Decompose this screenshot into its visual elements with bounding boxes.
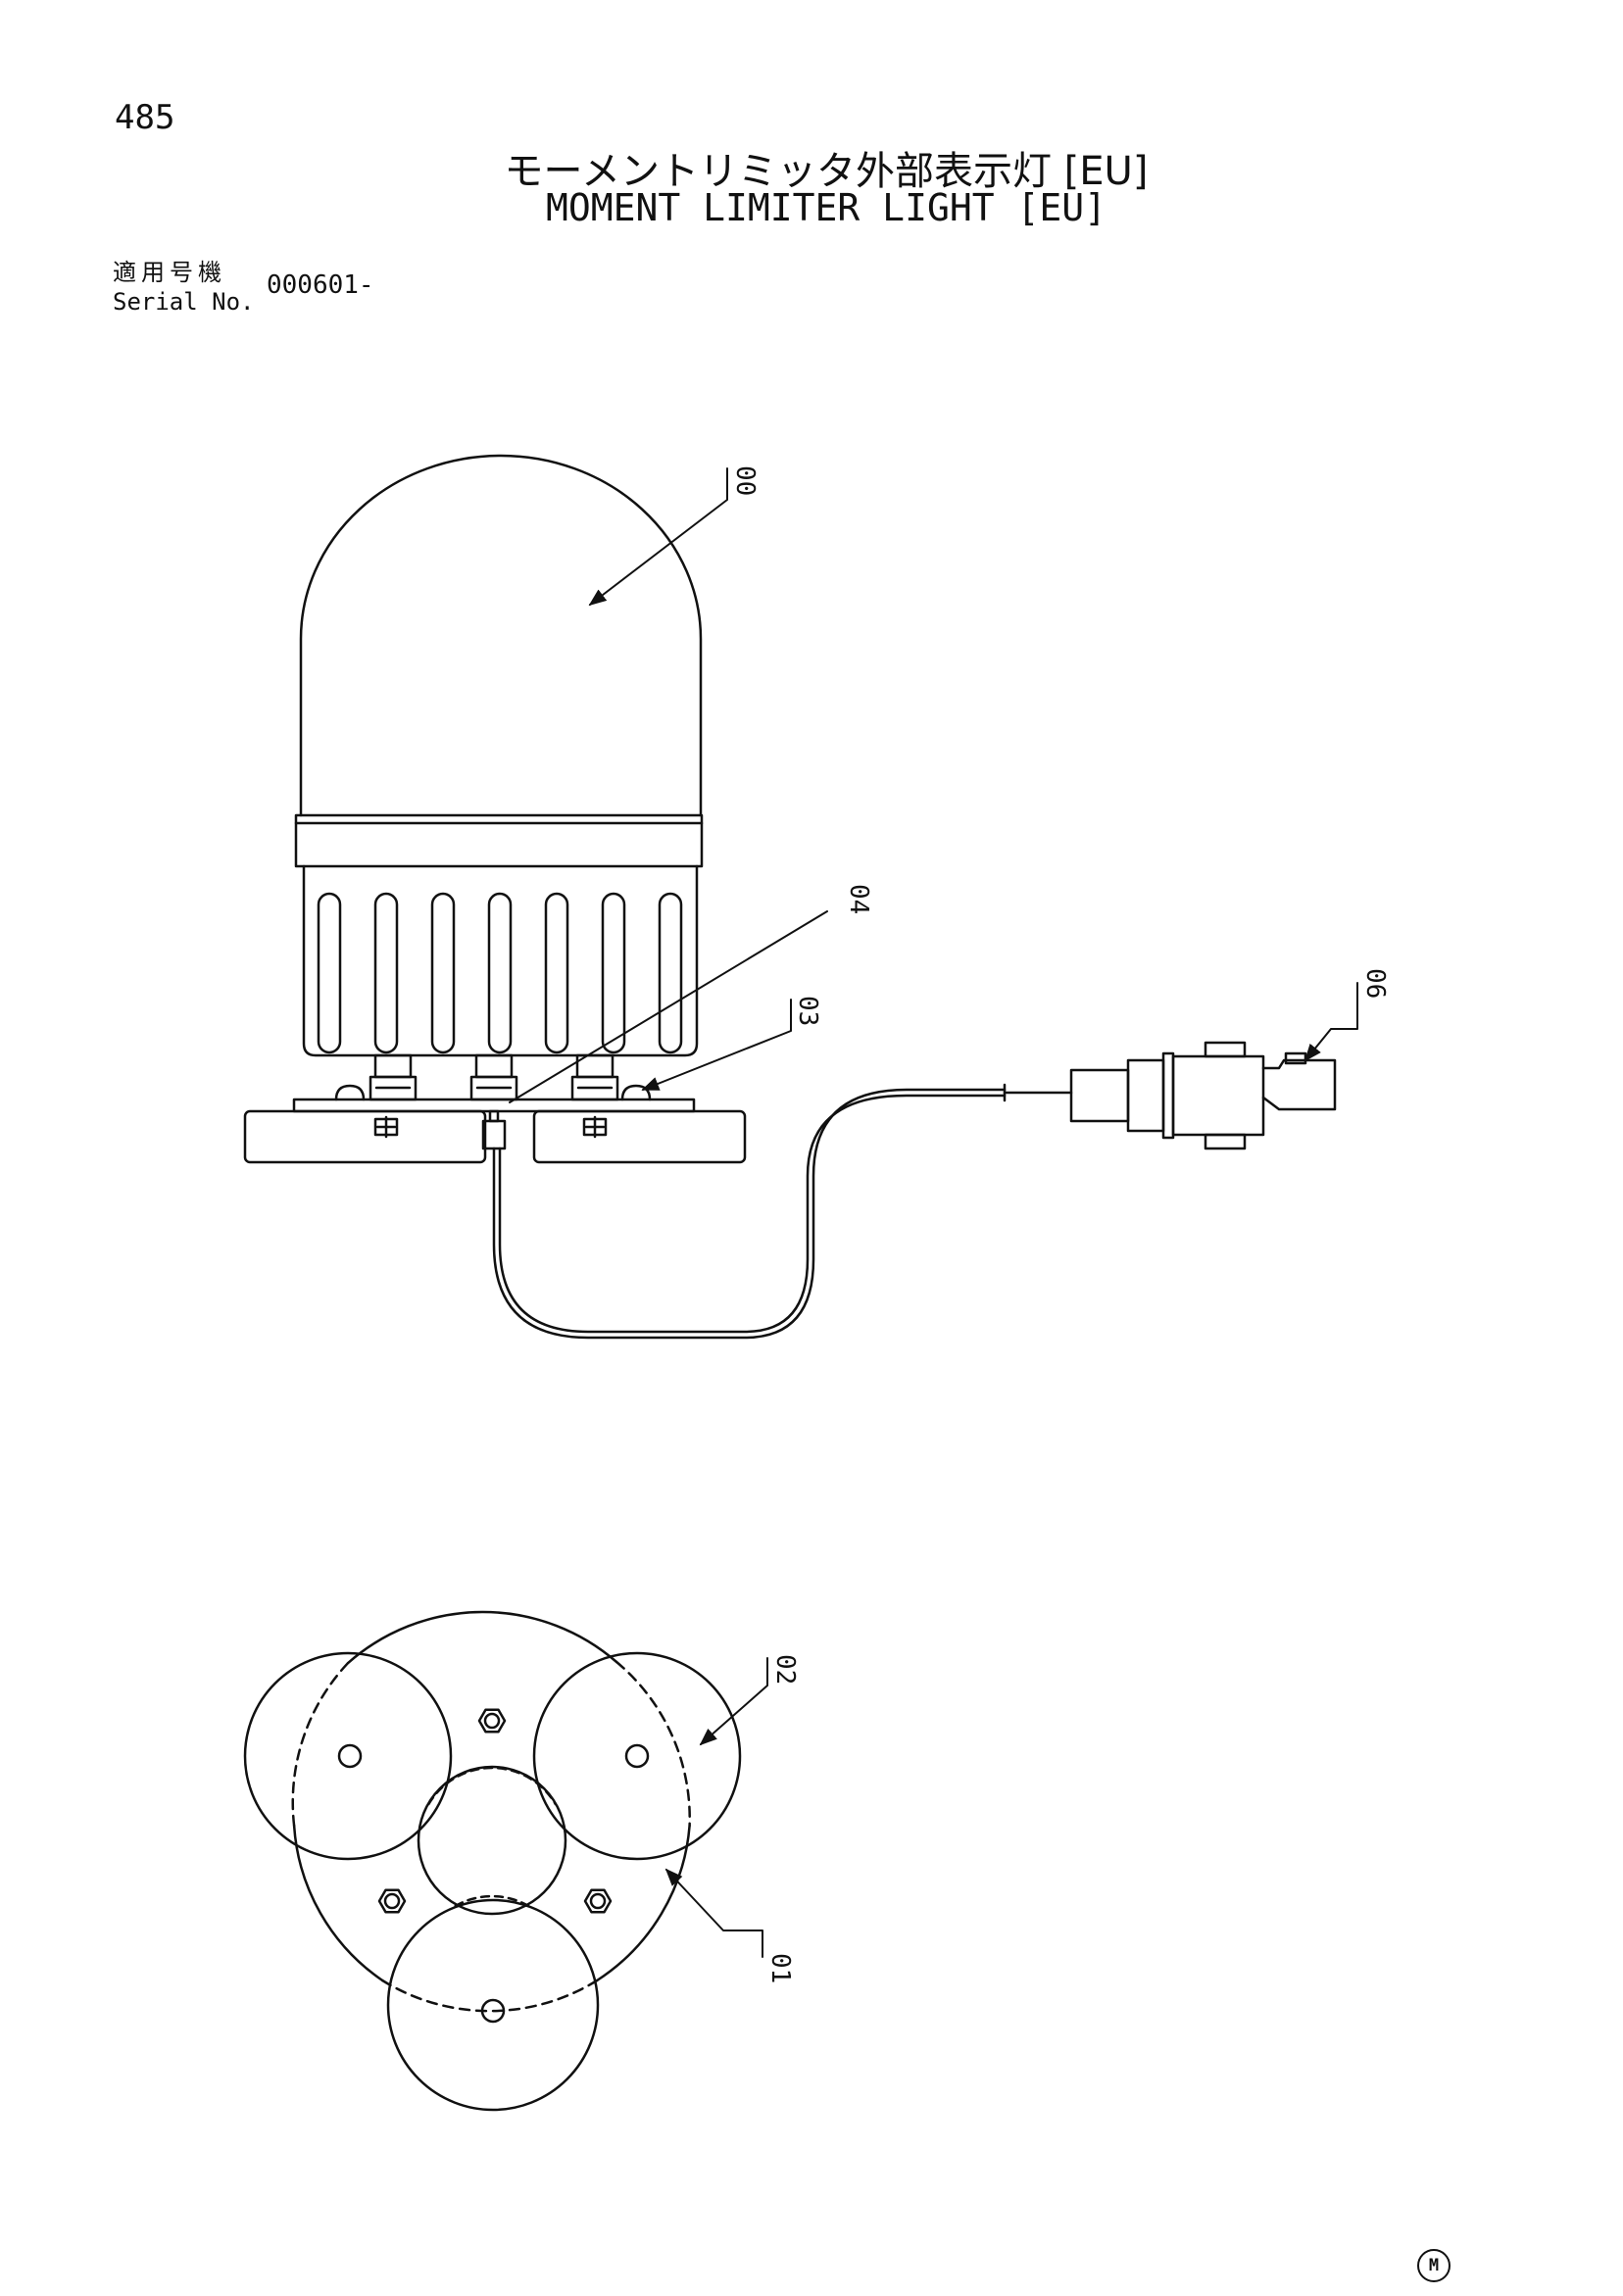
callout-04: 04	[844, 884, 873, 914]
magnet-screws	[373, 1115, 608, 1139]
maker-mark: M	[1417, 2249, 1451, 2282]
magnet-top-left	[243, 1651, 453, 1861]
beacon-dome	[299, 454, 703, 817]
connector	[1069, 1041, 1337, 1150]
callout-02: 02	[770, 1654, 800, 1685]
screw-heads	[334, 1084, 652, 1101]
title-japanese: モーメントリミッタ外部表示灯 [EU]	[504, 149, 1149, 194]
hex-nuts	[377, 1708, 613, 1914]
beacon-collar	[294, 813, 704, 868]
beacon-bottom-view	[243, 1610, 742, 2112]
magnet-right-side	[532, 1109, 747, 1164]
base-plate-side	[292, 1098, 696, 1113]
magnet-holes	[337, 1743, 650, 2024]
cable	[492, 1088, 1007, 1340]
center-nut	[481, 1119, 507, 1150]
serial-label-english: Serial No.	[113, 288, 255, 316]
callout-01: 01	[765, 1953, 795, 1983]
callout-00: 00	[730, 465, 760, 496]
magnet-left-side	[243, 1109, 487, 1164]
standoffs	[369, 1053, 619, 1101]
beacon-light-side-view	[243, 454, 1337, 1340]
callout-leaders	[509, 467, 1358, 1958]
base-plate-outline	[292, 1610, 691, 1982]
magnet-bottom	[386, 1898, 600, 2112]
magnet-top-right	[532, 1651, 742, 1861]
serial-label-japanese: 適用号機	[113, 259, 226, 286]
page-number: 485	[115, 98, 175, 137]
body-ribs	[317, 892, 683, 1054]
callout-06: 06	[1360, 968, 1390, 999]
title-english: MOMENT LIMITER LIGHT [EU]	[546, 186, 1107, 229]
serial-number-value: 000601-	[267, 270, 374, 300]
callout-03: 03	[793, 996, 822, 1026]
callout-labels: 00 04 03 06 02 01	[730, 465, 1390, 1983]
